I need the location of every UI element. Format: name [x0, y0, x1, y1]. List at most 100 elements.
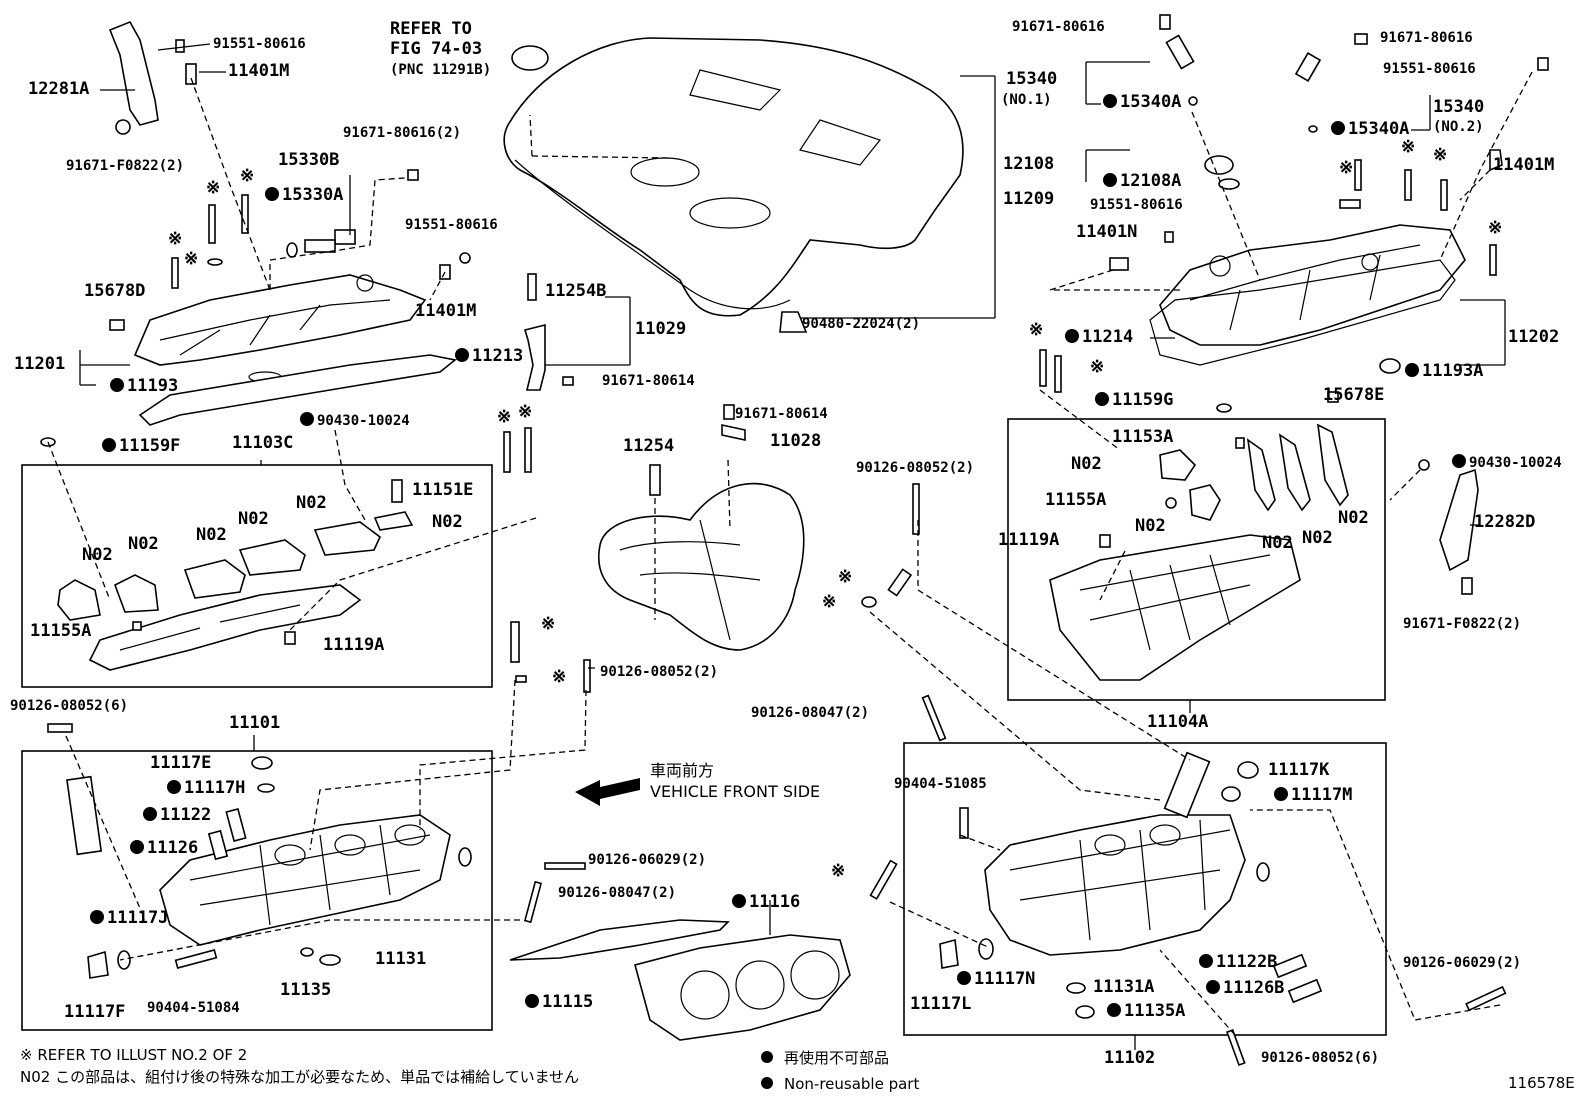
part-number-label: 11131: [375, 949, 426, 969]
refer-mark-icon: ※: [831, 861, 845, 881]
part-number-label: 15678D: [84, 281, 145, 301]
part-number-label: 90126-08047(2): [558, 885, 676, 901]
part-number-label: 11209: [1003, 189, 1054, 209]
group-box-11104a: [1007, 418, 1386, 701]
part-number-label: 11029: [635, 319, 686, 339]
nonreuse-dot-icon: [1103, 173, 1117, 187]
part-number-label: 11254: [623, 436, 674, 456]
nonreuse-dot-icon: [130, 840, 144, 854]
gasket-11213: [138, 354, 457, 426]
part-number-label: 11135: [280, 980, 331, 1000]
nonreuse-dot-icon: [102, 438, 116, 452]
part-number-label: N02: [1262, 533, 1293, 553]
nonreuse-dot-icon: [761, 1051, 773, 1063]
refer-fig-line3: (PNC 11291B): [390, 62, 491, 78]
part-number-label: 91671-F0822(2): [1403, 616, 1521, 632]
part-number-label: 90126-08052(6): [10, 698, 128, 714]
part-number-label: 11115: [542, 992, 593, 1012]
refer-mark-icon: ※: [1090, 357, 1104, 377]
part-number-label: (NO.2): [1433, 119, 1484, 135]
part-number-label: 11159G: [1112, 390, 1173, 410]
part-number-label: 15340: [1006, 69, 1057, 89]
part-number-label: 11104A: [1147, 712, 1208, 732]
cylinder-head-cover-rh-11202: [1149, 224, 1466, 403]
part-number-label: 11401N: [1076, 222, 1137, 242]
part-number-label: (NO.1): [1001, 92, 1052, 108]
part-number-label: 11122: [160, 805, 211, 825]
nonreuse-dot-icon: [1103, 94, 1117, 108]
nonreuse-dot-icon: [1065, 329, 1079, 343]
part-number-label: 90404-51084: [147, 1000, 240, 1016]
part-number-label: N02: [1338, 508, 1369, 528]
nonreuse-dot-icon: [1107, 1003, 1121, 1017]
part-number-label: 90480-22024(2): [802, 316, 920, 332]
nonreuse-dot-icon: [525, 994, 539, 1008]
part-number-label: N02: [196, 525, 227, 545]
part-number-label: 15340A: [1348, 119, 1409, 139]
refer-mark-icon: ※: [206, 178, 220, 198]
part-number-label: 90404-51085: [894, 776, 987, 792]
part-number-label: 11119A: [323, 635, 384, 655]
part-number-label: 15678E: [1323, 385, 1384, 405]
refer-mark-icon: ※: [497, 407, 511, 427]
nonreuse-dot-icon: [167, 780, 181, 794]
diagram-id: 116578E: [1508, 1074, 1575, 1092]
part-number-label: 15340A: [1120, 92, 1181, 112]
head-gasket-11116: [634, 934, 851, 1041]
part-number-label: 11401M: [228, 61, 289, 81]
refer-mark-icon: ※: [541, 614, 555, 634]
camshaft-bearing-caps-lh: [40, 437, 414, 671]
vehicle-front-label-en: VEHICLE FRONT SIDE: [650, 782, 820, 801]
part-number-label: 11122B: [1216, 952, 1277, 972]
part-number-label: 91551-80616: [405, 217, 498, 233]
part-number-label: N02: [128, 534, 159, 554]
nonreuse-dot-icon: [455, 348, 469, 362]
part-number-label: 12108: [1003, 154, 1054, 174]
nonreuse-dot-icon: [957, 971, 971, 985]
part-number-label: 91671-F0822(2): [66, 158, 184, 174]
part-number-label: 11151E: [412, 480, 473, 500]
part-number-label: 12281A: [28, 79, 89, 99]
part-number-label: 91671-80616: [1380, 30, 1473, 46]
part-number-label: 91671-80616: [1012, 19, 1105, 35]
part-number-label: 11401M: [1493, 155, 1554, 175]
part-number-label: 11117N: [974, 969, 1035, 989]
part-number-label: 11254B: [545, 281, 606, 301]
part-number-label: 90430-10024: [317, 413, 410, 429]
part-number-label: N02: [82, 545, 113, 565]
part-number-label: 11126: [147, 838, 198, 858]
part-number-label: 90126-08052(2): [600, 664, 718, 680]
head-gasket-11115: [509, 919, 730, 961]
part-number-label: 11117L: [910, 994, 971, 1014]
part-number-label: 11101: [229, 713, 280, 733]
camshaft-housing-rh-11104a: [1049, 423, 1479, 681]
part-number-label: 12282D: [1474, 512, 1535, 532]
group-box-11102: [903, 742, 1387, 1036]
part-number-label: 11117K: [1268, 760, 1330, 780]
nonreuse-dot-icon: [1331, 121, 1345, 135]
part-number-label: 12108A: [1120, 171, 1181, 191]
part-number-label: 11214: [1082, 327, 1133, 347]
refer-mark-icon: ※: [822, 592, 836, 612]
nonreuse-dot-icon: [1405, 363, 1419, 377]
nonreuse-dot-icon: [1199, 954, 1213, 968]
part-labels: 12281A 91551-80616 11401M 91671-F0822(2) 153…: [10, 19, 1562, 1068]
part-number-label: 11153A: [1112, 427, 1173, 447]
part-number-label: 11201: [14, 354, 65, 374]
cylinder-head-rh-11102: [869, 751, 1507, 1067]
leader-lines: [79, 43, 1506, 1050]
part-number-label: 90126-08052(2): [856, 460, 974, 476]
part-number-label: 90126-06029(2): [1403, 955, 1521, 971]
part-number-label: 11103C: [232, 433, 293, 453]
part-number-label: 11193: [127, 376, 178, 396]
part-number-label: N02: [432, 512, 463, 532]
part-number-label: 11117F: [64, 1002, 125, 1022]
part-number-label: 90126-08047(2): [751, 705, 869, 721]
bolts-center: [503, 427, 969, 839]
refer-fig-line1: REFER TO: [390, 19, 472, 39]
vehicle-front-arrow: [575, 778, 640, 806]
part-number-label: 91671-80614: [735, 406, 828, 422]
bracket-11029: [523, 323, 546, 391]
group-box-11103c: [21, 464, 493, 688]
